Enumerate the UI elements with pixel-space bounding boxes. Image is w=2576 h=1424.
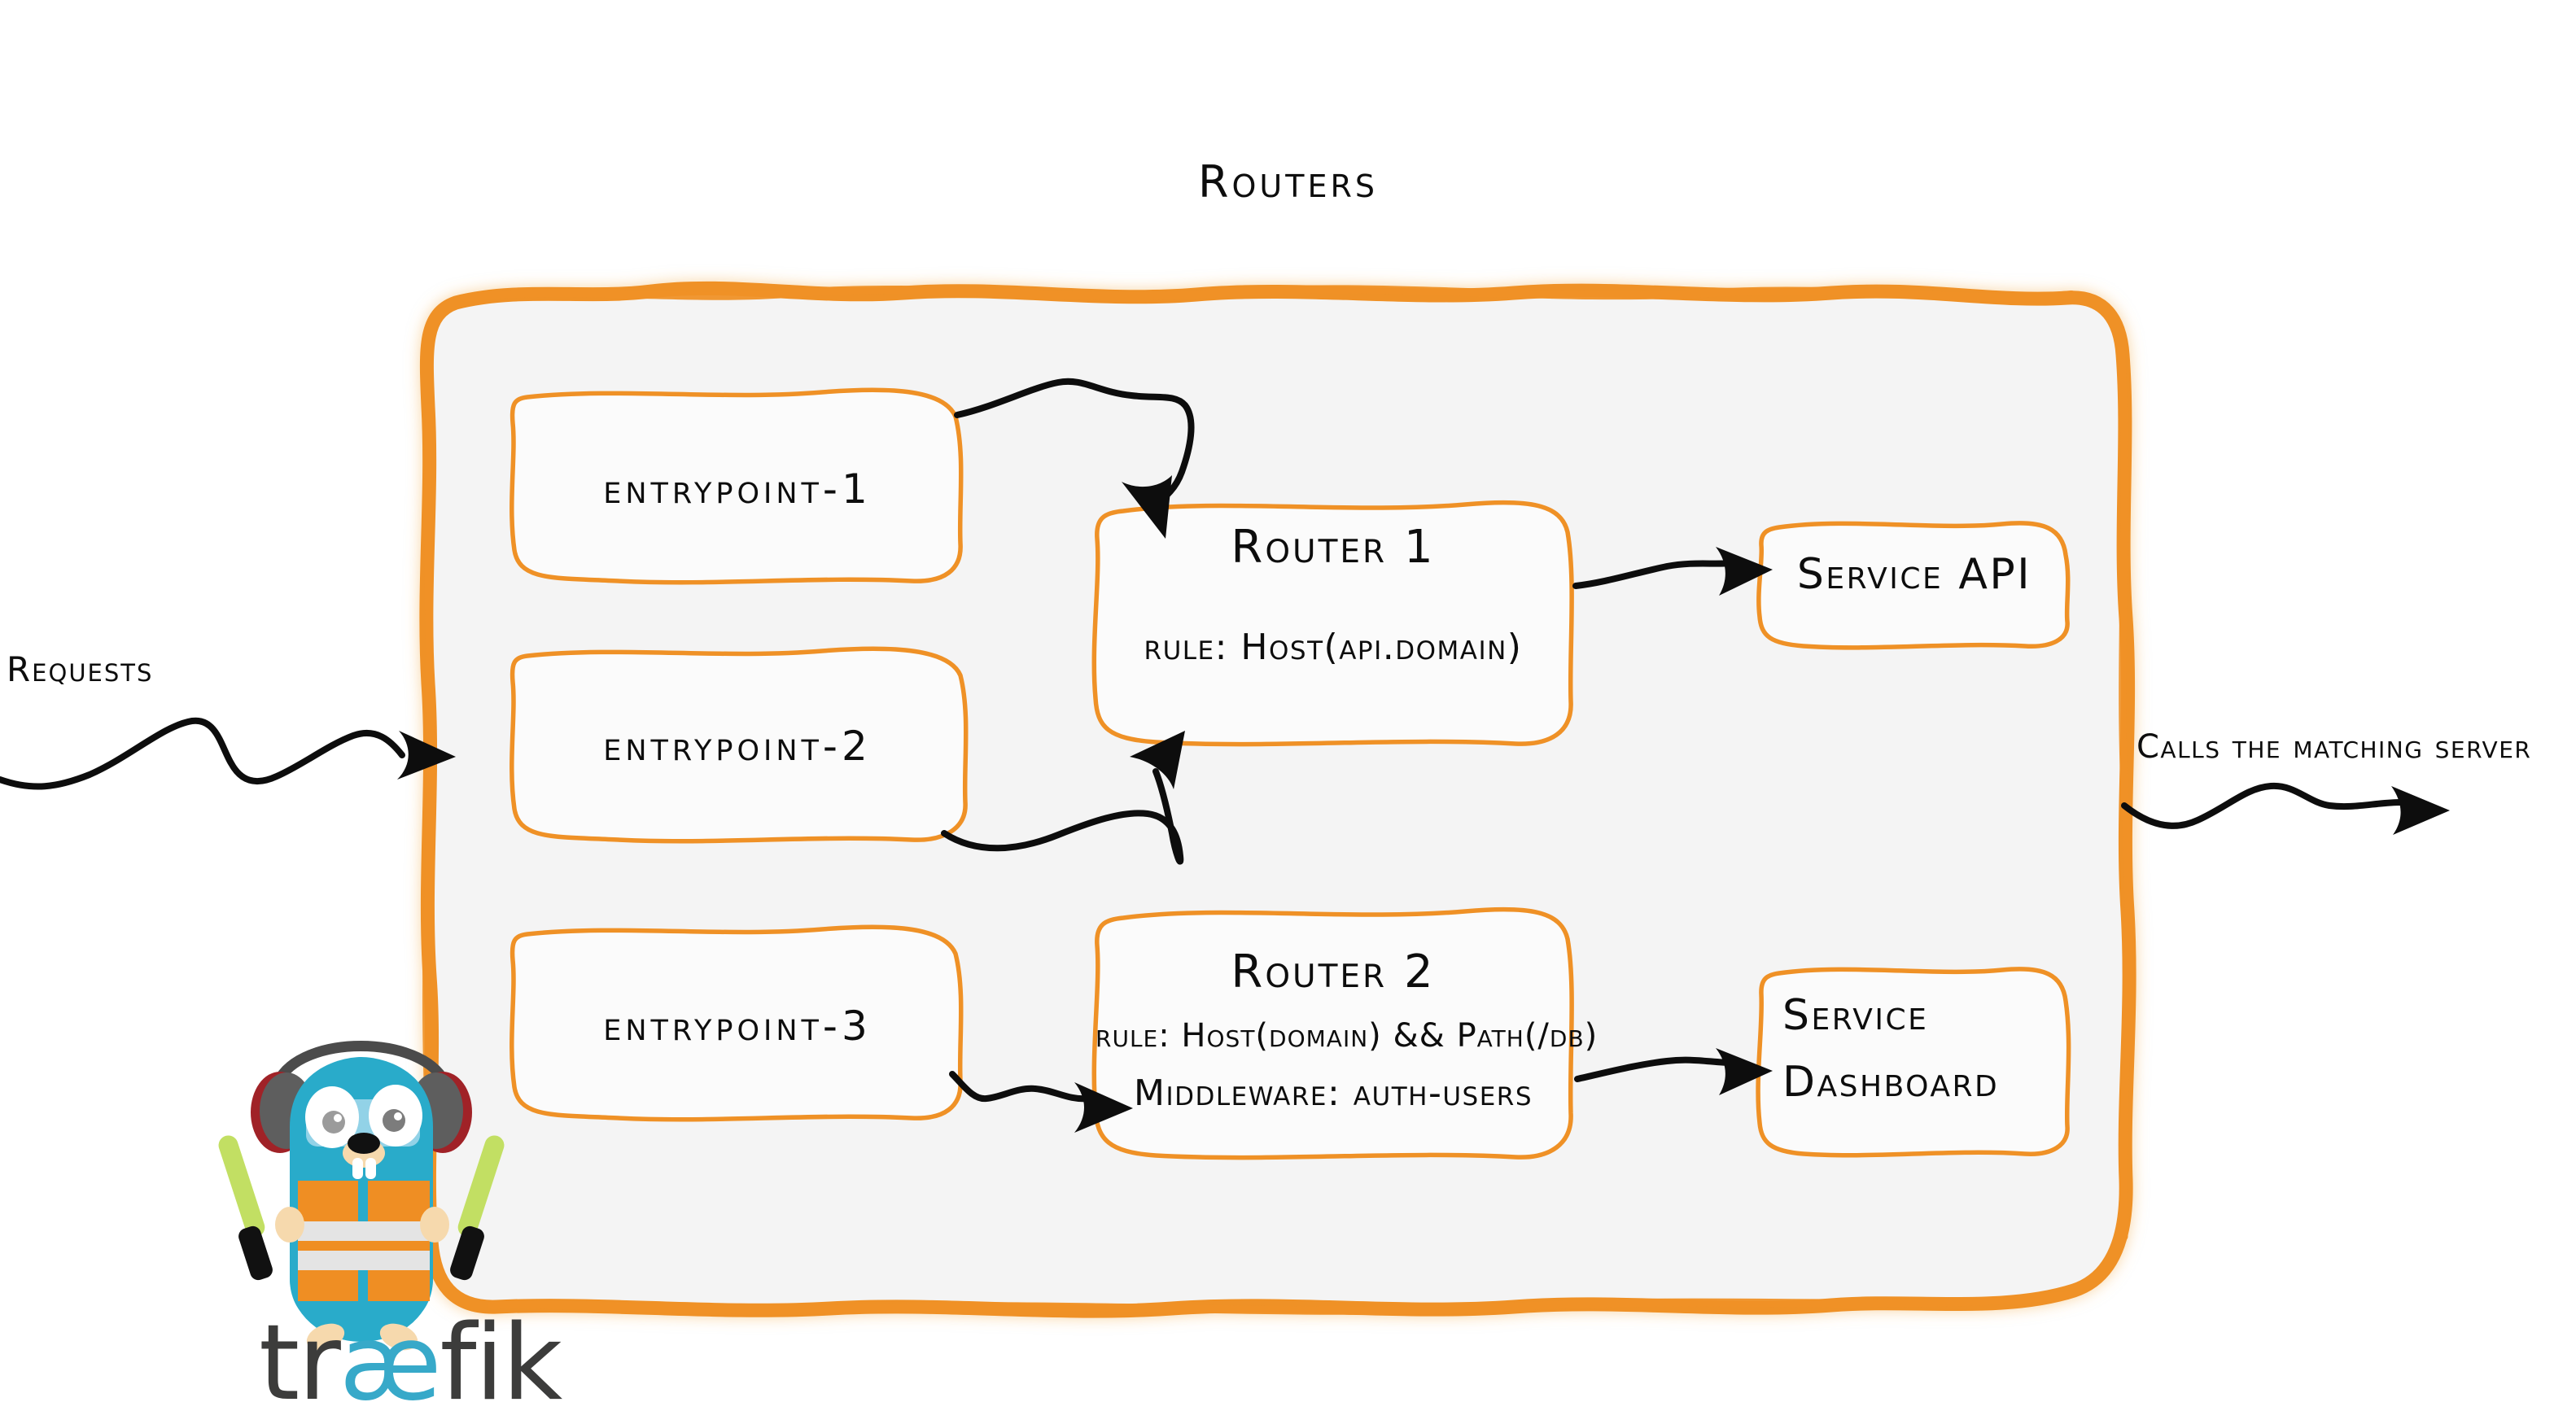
arrow-router1-to-api: [1572, 547, 1773, 596]
entrypoint-2-label: entrypoint-2: [603, 723, 872, 770]
gopher-wand-left: [218, 1135, 273, 1281]
traefik-wordmark: træfik: [259, 1312, 562, 1416]
router-1-rule: rule: Host(api.domain): [1144, 627, 1523, 668]
router-1-title: Router 1: [1231, 521, 1436, 574]
arrow-requests: [0, 717, 456, 790]
wordmark-fik: fik: [440, 1303, 563, 1424]
arrow-ep1-to-router1: [954, 378, 1195, 539]
arrow-ep2-to-router1: [941, 731, 1185, 865]
service-dashboard-label-line1: Service: [1782, 991, 1929, 1040]
gopher-wand-right: [450, 1135, 505, 1281]
router-2-title: Router 2: [1231, 946, 1436, 998]
service-api-box[interactable]: [1756, 521, 2071, 650]
entrypoint-3-label: entrypoint-3: [603, 1002, 872, 1050]
arrow-router2-to-dashboard: [1574, 1048, 1773, 1095]
calls-label: Calls the matching server: [2136, 728, 2532, 766]
router-1-box[interactable]: [1091, 500, 1574, 747]
arrow-calls: [2121, 782, 2450, 835]
wordmark-tr: tr: [259, 1303, 341, 1424]
router-2-middleware: Middleware: auth-users: [1134, 1072, 1533, 1114]
gopher-vest: [298, 1181, 430, 1301]
requests-label: Requests: [7, 649, 154, 689]
service-dashboard-label-line2: Dashboard: [1782, 1058, 2000, 1107]
page-title: Routers: [1198, 156, 1378, 207]
entrypoint-1-label: entrypoint-1: [603, 465, 872, 513]
traefik-gopher-icon: [218, 1041, 505, 1351]
entrypoint-1-box[interactable]: [510, 387, 964, 585]
entrypoint-3-box[interactable]: [510, 924, 964, 1122]
service-api-label: Service API: [1796, 550, 2032, 599]
router-2-box[interactable]: [1091, 906, 1574, 1160]
wordmark-ae-ligature: æ: [339, 1303, 442, 1424]
arrow-ep3-to-router2: [949, 1071, 1133, 1133]
router-2-rule: rule: Host(domain) && Path(/db): [1096, 1017, 1599, 1055]
entrypoint-2-box[interactable]: [510, 646, 969, 844]
